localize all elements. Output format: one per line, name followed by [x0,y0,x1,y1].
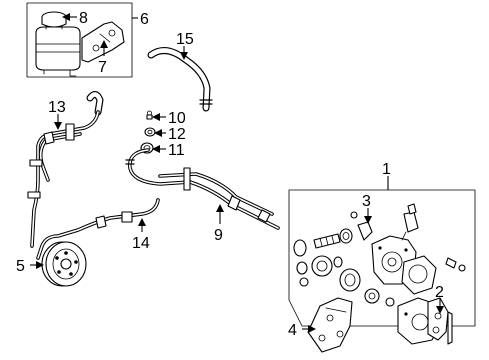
callout-10: 10 [168,110,186,127]
callout-13: 13 [48,99,66,116]
reservoir-tank [35,26,81,71]
callout-6: 6 [140,11,149,28]
mounting-bracket [307,297,353,353]
callout-12: 12 [168,126,186,143]
callout-1: 1 [382,161,391,178]
suction-tube [36,198,160,260]
callout-5: 5 [16,258,25,275]
callout-14: 14 [132,235,150,252]
callout-labels: 1 2 3 4 5 6 7 8 9 10 11 12 13 14 15 [16,10,444,339]
pulley [41,241,87,287]
pressure-line [125,148,280,230]
callout-2: 2 [435,284,444,301]
callout-7: 7 [98,59,107,76]
clamp-12 [144,127,156,137]
hose-clamps [140,110,156,154]
reservoir-group-frame [26,2,133,78]
callout-8: 8 [79,10,88,27]
callout-4: 4 [288,322,297,339]
callout-3: 3 [362,193,371,210]
pump-assembly-group [288,189,476,345]
leader-lines [30,13,444,333]
pump-assembly-frame [288,189,476,327]
return-hose [147,47,213,112]
mounting-bracket-4 [307,297,353,353]
callout-11: 11 [168,142,185,159]
cooler-tube [27,91,104,248]
reservoir-group [26,2,133,78]
callout-9: 9 [214,227,223,244]
callout-15: 15 [176,31,194,48]
clamp-10 [146,114,153,120]
